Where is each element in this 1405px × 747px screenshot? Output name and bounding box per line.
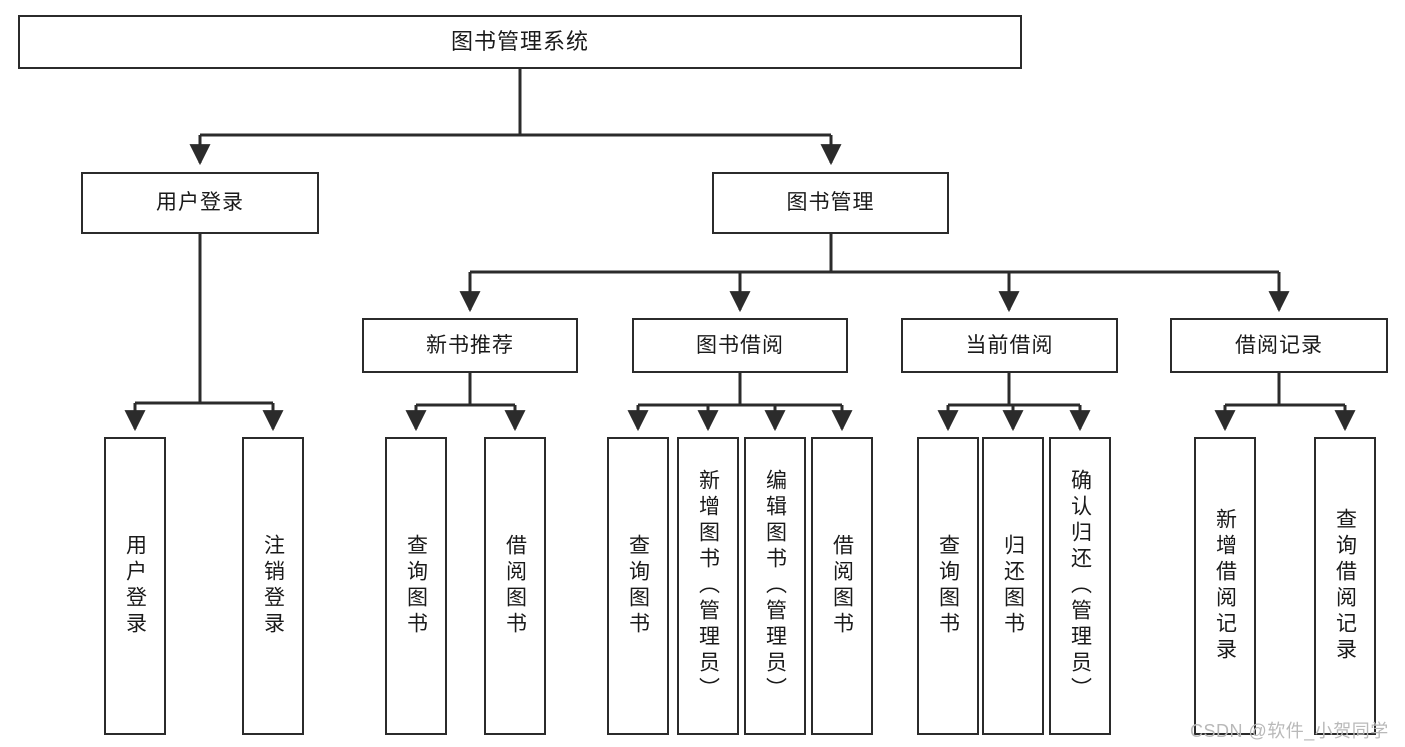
leaf-query-book-3[interactable]: 查询图书: [917, 437, 979, 735]
node-user-login[interactable]: 用户登录: [81, 172, 319, 234]
node-book-borrow[interactable]: 图书借阅: [632, 318, 848, 373]
leaf-query-book-3-label: 查询图书: [936, 534, 960, 638]
leaf-logout-login[interactable]: 注销登录: [242, 437, 304, 735]
leaf-add-book-admin[interactable]: 新增图书（管理员）: [677, 437, 739, 735]
leaf-edit-book-admin-label: 编辑图书（管理员）: [763, 469, 787, 703]
node-new-book-recommend[interactable]: 新书推荐: [362, 318, 578, 373]
leaf-add-borrow-record-label: 新增借阅记录: [1213, 508, 1237, 664]
leaf-edit-book-admin[interactable]: 编辑图书（管理员）: [744, 437, 806, 735]
leaf-query-book-1-label: 查询图书: [404, 534, 428, 638]
leaf-borrow-book-2[interactable]: 借阅图书: [811, 437, 873, 735]
node-borrow-record[interactable]: 借阅记录: [1170, 318, 1388, 373]
leaf-logout-login-label: 注销登录: [261, 534, 285, 638]
leaf-query-borrow-record-label: 查询借阅记录: [1333, 508, 1357, 664]
leaf-confirm-return-admin-label: 确认归还（管理员）: [1068, 469, 1092, 703]
leaf-borrow-book-1[interactable]: 借阅图书: [484, 437, 546, 735]
node-new-book-recommend-label: 新书推荐: [426, 333, 514, 357]
node-borrow-record-label: 借阅记录: [1235, 333, 1323, 357]
node-user-login-label: 用户登录: [156, 191, 244, 215]
leaf-user-login[interactable]: 用户登录: [104, 437, 166, 735]
leaf-query-borrow-record[interactable]: 查询借阅记录: [1314, 437, 1376, 735]
leaf-user-login-label: 用户登录: [123, 534, 147, 638]
node-root[interactable]: 图书管理系统: [18, 15, 1022, 69]
node-current-borrow[interactable]: 当前借阅: [901, 318, 1118, 373]
leaf-query-book-1[interactable]: 查询图书: [385, 437, 447, 735]
node-book-manage[interactable]: 图书管理: [712, 172, 949, 234]
leaf-return-book-label: 归还图书: [1001, 534, 1025, 638]
leaf-query-book-2[interactable]: 查询图书: [607, 437, 669, 735]
leaf-add-book-admin-label: 新增图书（管理员）: [696, 469, 720, 703]
leaf-return-book[interactable]: 归还图书: [982, 437, 1044, 735]
node-current-borrow-label: 当前借阅: [965, 333, 1054, 357]
csdn-watermark: CSDN @软件_小贺同学: [1190, 721, 1389, 741]
node-root-label: 图书管理系统: [450, 28, 589, 54]
leaf-add-borrow-record[interactable]: 新增借阅记录: [1194, 437, 1256, 735]
node-book-borrow-label: 图书借阅: [696, 333, 784, 357]
leaf-borrow-book-1-label: 借阅图书: [503, 534, 527, 638]
leaf-borrow-book-2-label: 借阅图书: [830, 534, 854, 638]
leaf-query-book-2-label: 查询图书: [626, 534, 650, 638]
node-book-manage-label: 图书管理: [786, 191, 875, 215]
leaf-confirm-return-admin[interactable]: 确认归还（管理员）: [1049, 437, 1111, 735]
